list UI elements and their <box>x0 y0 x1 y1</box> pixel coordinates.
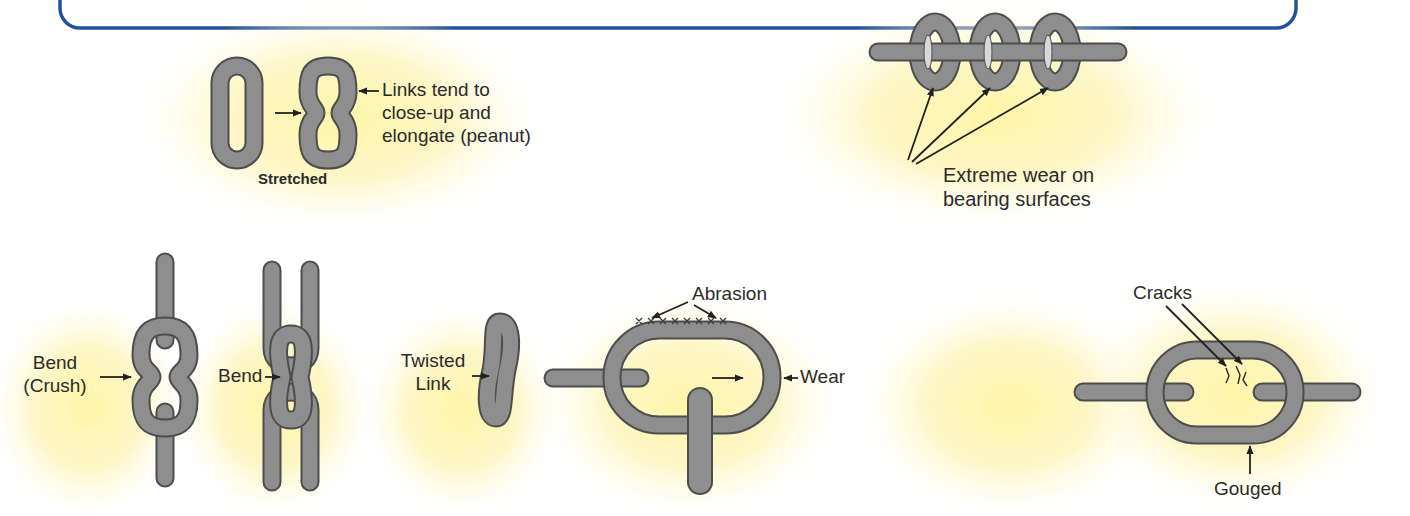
glow-background <box>0 3 1385 516</box>
crushed-link <box>141 262 189 478</box>
stretched-link <box>308 66 348 160</box>
abrasion-marks <box>636 318 726 324</box>
callout-label: Links tend to close-up and elongate (pea… <box>382 79 540 147</box>
callout-label: Extreme wear on bearing surfaces <box>943 163 1123 211</box>
worn-chain <box>878 22 1118 82</box>
callout-label: Stretched <box>258 170 327 188</box>
cracked-link <box>1083 350 1352 435</box>
callout-label: Bend <box>218 365 262 388</box>
callout-label: Gouged <box>1214 478 1282 501</box>
callout-label: Wear <box>800 366 845 389</box>
callout-label: Abrasion <box>692 283 767 306</box>
twisted-link <box>487 322 510 418</box>
abraded-link <box>553 318 772 482</box>
bent-link <box>272 270 310 482</box>
callout-label: Bend (Crush) <box>14 352 96 398</box>
callout-label: Cracks <box>1133 282 1192 305</box>
callout-label: Twisted Link <box>396 350 470 396</box>
leader-arrows <box>100 88 1250 474</box>
crack-marks <box>1226 366 1247 386</box>
normal-link <box>220 66 254 160</box>
